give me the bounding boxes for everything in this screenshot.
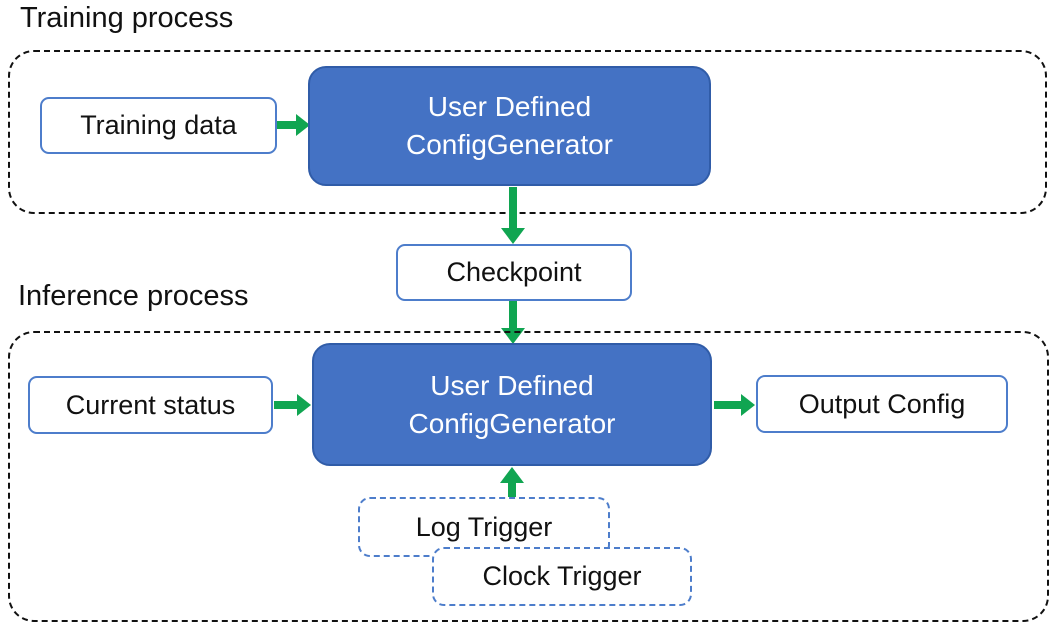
arrow-head: [501, 228, 525, 244]
arrow-head: [500, 467, 524, 483]
arrow-generator-to-output-icon: [714, 394, 755, 416]
clock-trigger-box: Clock Trigger: [432, 547, 692, 606]
output-config-label: Output Config: [798, 388, 966, 419]
arrow-head: [741, 394, 755, 416]
output-config-box: Output Config: [756, 375, 1008, 433]
inference-process-label: Inference process: [18, 280, 249, 312]
arrow-shaft: [714, 401, 742, 409]
training-data-label: Training data: [80, 110, 237, 140]
clock-trigger-label: Clock Trigger: [482, 561, 642, 591]
arrow-generator-to-checkpoint-icon: [501, 187, 525, 244]
arrow-shaft: [509, 301, 517, 329]
arrow-head: [296, 114, 310, 136]
arrow-shaft: [274, 401, 298, 409]
inference-generator-line1: User Defined: [430, 369, 594, 401]
current-status-box: Current status: [28, 376, 273, 434]
current-status-label: Current status: [65, 389, 236, 420]
arrow-shaft: [509, 187, 517, 229]
arrow-current-status-to-generator-icon: [274, 394, 311, 416]
checkpoint-box: Checkpoint: [396, 244, 632, 301]
checkpoint-label: Checkpoint: [446, 257, 582, 287]
arrow-shaft: [508, 482, 516, 498]
training-generator-line2: ConfigGenerator: [405, 129, 613, 160]
arrow-triggers-to-generator-icon: [500, 467, 524, 498]
log-trigger-label: Log Trigger: [415, 511, 553, 542]
training-config-generator-box: User Defined ConfigGenerator: [308, 66, 711, 186]
training-data-box: Training data: [40, 97, 277, 154]
inference-config-generator-box: User Defined ConfigGenerator: [312, 343, 712, 466]
inference-process-container: [8, 331, 1049, 622]
inference-generator-line2: ConfigGenerator: [408, 407, 616, 439]
arrow-head: [297, 394, 311, 416]
arrow-shaft: [277, 121, 297, 129]
training-generator-line1: User Defined: [427, 91, 592, 122]
training-process-container: [8, 50, 1047, 214]
training-process-label: Training process: [20, 2, 234, 34]
arrow-training-data-to-generator-icon: [277, 114, 310, 136]
